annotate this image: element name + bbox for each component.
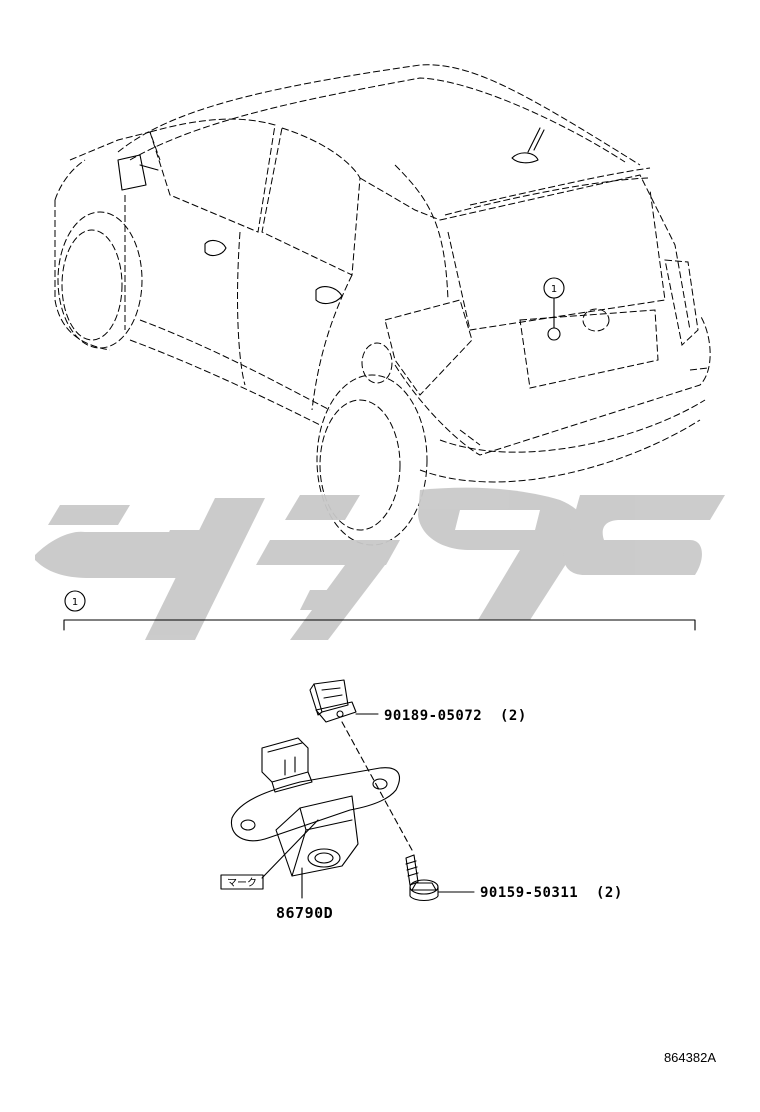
screw-part-number: 90159-50311 <box>480 885 578 901</box>
grommet-quantity: (2) <box>500 708 527 724</box>
car-illustration: 1 <box>54 64 711 546</box>
watermark-logo <box>35 487 725 640</box>
grommet-drawing <box>309 679 379 723</box>
mark-label-box <box>220 874 264 890</box>
grommet-part-number: 90189-05072 <box>384 708 482 724</box>
mark-label: マーク <box>227 877 257 889</box>
screw-quantity: (2) <box>596 885 623 901</box>
screw-drawing <box>405 854 475 902</box>
diagram-reference-code: 864382A <box>664 1050 716 1065</box>
car-callout-number: 1 <box>551 284 557 295</box>
camera-drawing <box>230 737 400 899</box>
assembly-leader-line <box>341 721 413 851</box>
section-bracket: 1 <box>63 590 696 631</box>
camera-part-number: 86790D <box>276 904 333 922</box>
section-callout-number: 1 <box>72 597 78 608</box>
